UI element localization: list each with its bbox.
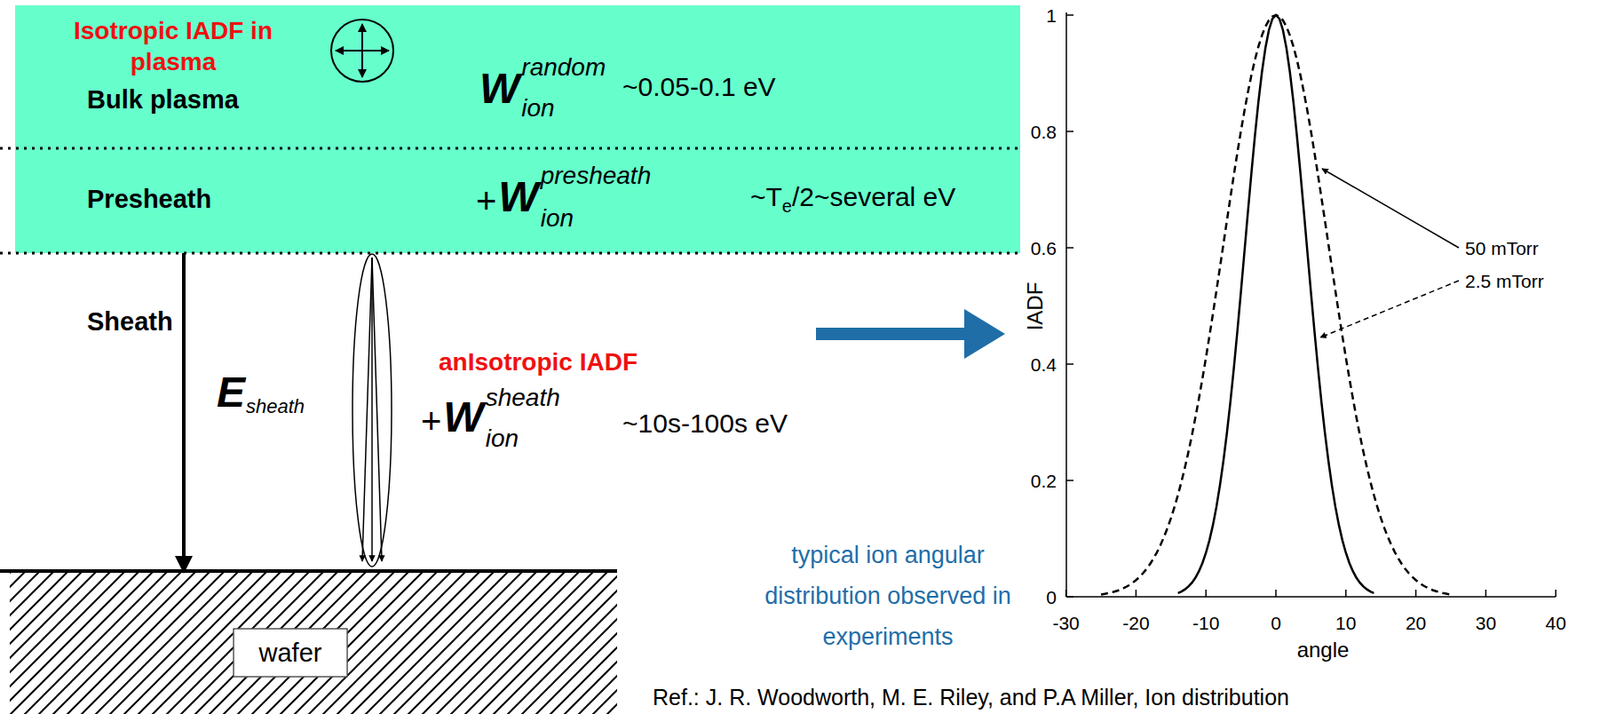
reference: Ref.: J. R. Woodworth, M. E. Riley, and … [652, 686, 1290, 709]
x-tick [1345, 589, 1347, 597]
x-tick [1485, 589, 1488, 597]
symbol: E [216, 371, 246, 414]
y-tick-label: 0.6 [1030, 238, 1057, 258]
energy-value: ~10s-100s eV [622, 410, 788, 437]
plasma-band: Bulk plasma [15, 5, 1021, 149]
symbol: W [498, 175, 539, 219]
wafer-region: wafer [9, 572, 618, 714]
axis-title: IADF [1024, 282, 1046, 332]
x-tick [1275, 589, 1277, 597]
y-tick-label: 1 [1045, 6, 1057, 25]
y-tick [1066, 363, 1074, 365]
series-label: 50 mTorr [1465, 238, 1539, 258]
x-tick-label: -20 [1122, 613, 1149, 633]
leader-line [1322, 168, 1459, 248]
annotation: Isotropic IADF in plasma [62, 15, 285, 78]
x-tick [1065, 589, 1068, 597]
curve-solid [1178, 15, 1375, 594]
annotation: anIsotropic IADF [438, 349, 638, 375]
y-tick [1066, 246, 1074, 249]
symbol: W [443, 396, 484, 439]
pointer-arrow [815, 308, 1006, 359]
superscript: random [521, 55, 606, 80]
superscript: presheath [540, 163, 652, 189]
subscript: ion [521, 95, 555, 121]
x-tick-label: 40 [1545, 613, 1567, 633]
curve-dashed [1100, 15, 1451, 595]
y-tick [1066, 14, 1074, 16]
wafer-label: wafer [233, 628, 349, 678]
x-tick [1554, 589, 1557, 597]
region-name: Sheath [87, 308, 174, 335]
anisotropic-bundle [352, 253, 392, 567]
operator: + [475, 182, 497, 219]
presheath-band: Presheath [15, 148, 1021, 254]
x-tick-label: -10 [1192, 613, 1220, 633]
y-tick [1066, 130, 1074, 133]
energy-value: ~T [750, 183, 783, 211]
x-tick-label: 30 [1475, 613, 1497, 633]
y-tick-label: 0.8 [1030, 122, 1057, 142]
series-label: 2.5 mTorr [1465, 271, 1545, 291]
superscript: sheath [485, 385, 561, 411]
subscript: e [782, 197, 793, 215]
y-tick-label: 0.2 [1030, 471, 1057, 491]
caption-note: typical ion angular distribution observe… [736, 535, 1039, 658]
x-tick-label: -30 [1052, 613, 1079, 633]
symbol: W [479, 67, 520, 111]
axis-title: angle [1297, 639, 1350, 661]
wafer-surface [0, 569, 618, 573]
x-tick-label: 20 [1405, 613, 1426, 633]
energy-value: /2~several eV [792, 183, 956, 211]
y-tick-label: 0 [1045, 587, 1057, 607]
presheath-boundary [0, 147, 1021, 151]
region-name: Bulk plasma [87, 87, 239, 113]
sheath-boundary [0, 252, 1021, 255]
operator: + [420, 403, 442, 439]
field-arrow [182, 253, 186, 572]
plasma-region [15, 5, 1021, 254]
subscript: ion [485, 426, 519, 452]
x-tick-label: 0 [1270, 613, 1282, 633]
energy-value: ~0.05-0.1 eV [622, 73, 777, 101]
x-tick [1204, 589, 1207, 597]
y-tick [1066, 595, 1074, 598]
y-tick [1066, 479, 1074, 482]
region-name: Presheath [87, 186, 212, 213]
subscript: sheath [245, 396, 305, 417]
x-tick [1135, 589, 1138, 597]
wafer-hatch [9, 570, 618, 714]
subscript: ion [540, 205, 574, 231]
x-tick [1415, 589, 1418, 597]
isotropic-symbol [331, 19, 394, 82]
x-tick-label: 10 [1335, 613, 1356, 633]
y-tick-label: 0.4 [1030, 355, 1057, 374]
iadf-chart [1066, 12, 1557, 597]
